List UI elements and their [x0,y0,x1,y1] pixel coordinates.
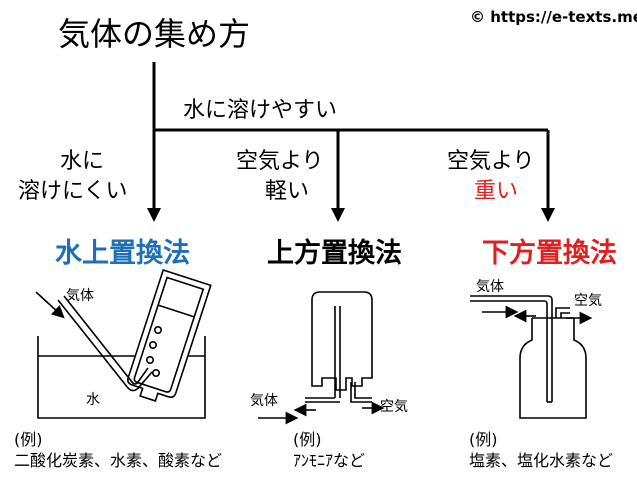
upward-example-label: (例) [293,430,322,449]
branch-heavy-label-1: 空気より [447,149,535,174]
branch-heavy-label-2: 重い [474,179,519,204]
upward-examples: ｱﾝﾓﾆｱなど [293,451,366,470]
downward-arrows [482,305,593,325]
upward-gas-label: 気体 [250,393,278,409]
downward-gas-label: 気体 [476,279,504,295]
upward-displacement-apparatus [305,291,373,403]
water-label: 水 [86,392,100,408]
water-gas-arrow [35,291,65,319]
water-displacement-apparatus [37,268,212,419]
copyright-notice: © https://e-texts.me [470,8,637,26]
upward-arrows [258,401,385,425]
downward-displacement-apparatus [470,295,587,419]
downward-air-label: 空気 [574,293,602,309]
water-example-label: (例) [14,430,43,449]
tree-arrowheads [147,208,555,222]
page-title: 気体の集め方 [58,15,251,53]
branch-light-label-1: 空気より [236,149,324,174]
upward-air-label: 空気 [380,399,408,415]
decision-tree [152,62,550,212]
branch-hard-label-2: 溶けにくい [18,179,128,204]
method-water-displacement: 水上置換法 [55,238,190,269]
downward-example-label: (例) [469,430,498,449]
downward-examples: 塩素、塩化水素など [469,451,614,470]
water-examples: 二酸化炭素、水素、酸素など [14,451,223,470]
method-upward-displacement: 上方置換法 [267,238,402,269]
branch-hard-label-1: 水に [59,149,104,174]
water-gas-label: 気体 [66,288,94,304]
branch-light-label-2: 軽い [265,179,310,204]
branch-easy-label: 水に溶けやすい [183,98,338,123]
method-downward-displacement: 下方置換法 [482,238,617,269]
